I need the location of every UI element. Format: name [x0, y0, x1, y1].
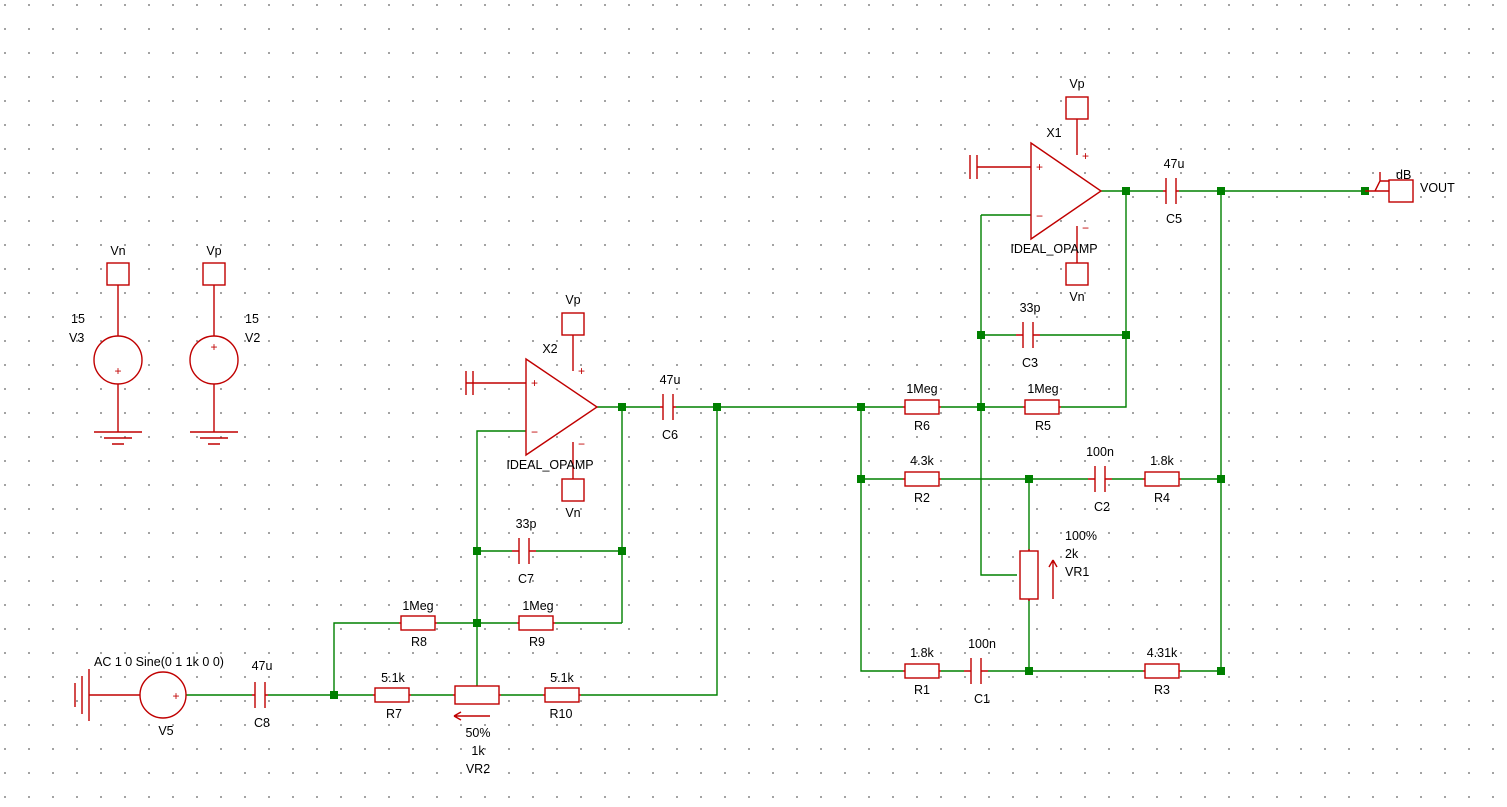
x1-minus-label: − — [1082, 221, 1089, 235]
source-v3[interactable]: Vn + 15 V3 — [69, 244, 143, 445]
probe-label: dB — [1396, 168, 1411, 182]
capacitor-c1[interactable]: 100n C1 — [964, 637, 996, 706]
r5-value: 1Meg — [1027, 382, 1058, 396]
x1-vp-label: Vp — [1069, 77, 1084, 91]
vr2-setting: 50% — [465, 726, 490, 740]
v3-ref: V3 — [69, 331, 84, 345]
x1-ref: X1 — [1046, 126, 1061, 140]
c6-ref: C6 — [662, 428, 678, 442]
c1-value: 100n — [968, 637, 996, 651]
c6-value: 47u — [660, 373, 681, 387]
c8-value: 47u — [252, 659, 273, 673]
r7-ref: R7 — [386, 707, 402, 721]
r1-value: 1.8k — [910, 646, 934, 660]
capacitor-c3[interactable]: 33p C3 — [1016, 301, 1040, 370]
r10-value: 5.1k — [550, 671, 574, 685]
capacitor-c5[interactable]: 47u C5 — [1163, 157, 1184, 226]
c7-ref: C7 — [518, 572, 534, 586]
c8-ref: C8 — [254, 716, 270, 730]
svg-text:+: + — [531, 376, 538, 390]
v5-ref: V5 — [158, 724, 173, 738]
junctions — [330, 187, 1369, 699]
r4-value: 1.8k — [1150, 454, 1174, 468]
v3-net-label: Vn — [110, 244, 125, 258]
r1-ref: R1 — [914, 683, 930, 697]
v2-net-label: Vp — [206, 244, 221, 258]
r2-value: 4.3k — [910, 454, 934, 468]
potentiometer-vr1[interactable]: 100% 2k VR1 — [1019, 529, 1097, 601]
resistor-r10[interactable]: 5.1k R10 — [543, 671, 581, 721]
vr1-value: 2k — [1065, 547, 1079, 561]
x1-model: IDEAL_OPAMP — [1010, 242, 1097, 256]
x2-minus-label: − — [578, 437, 585, 451]
r5-ref: R5 — [1035, 419, 1051, 433]
resistor-r7[interactable]: 5.1k R7 — [373, 671, 411, 721]
r8-value: 1Meg — [402, 599, 433, 613]
x1-vn-label: Vn — [1069, 290, 1084, 304]
resistor-r3[interactable]: 4.31k R3 — [1143, 646, 1181, 697]
output-probe[interactable]: dB VOUT — [1365, 168, 1455, 203]
svg-text:+: + — [172, 689, 179, 703]
svg-text:+: + — [1036, 160, 1043, 174]
r6-value: 1Meg — [906, 382, 937, 396]
c2-value: 100n — [1086, 445, 1114, 459]
capacitor-c2[interactable]: 100n C2 — [1086, 445, 1114, 514]
svg-text:+: + — [210, 340, 217, 354]
r8-ref: R8 — [411, 635, 427, 649]
v2-ref: V2 — [245, 331, 260, 345]
capacitor-c7[interactable]: 33p C7 — [512, 517, 536, 586]
capacitor-c6[interactable]: 47u C6 — [660, 373, 681, 442]
resistor-r4[interactable]: 1.8k R4 — [1143, 454, 1181, 505]
v3-value: 15 — [71, 312, 85, 326]
r2-ref: R2 — [914, 491, 930, 505]
x2-model: IDEAL_OPAMP — [506, 458, 593, 472]
vout-net-label: VOUT — [1420, 181, 1455, 195]
resistor-r5[interactable]: 1Meg R5 — [1023, 382, 1061, 433]
c1-ref: C1 — [974, 692, 990, 706]
resistor-r1[interactable]: 1.8k R1 — [903, 646, 941, 697]
vr1-setting: 100% — [1065, 529, 1097, 543]
opamp-x1[interactable]: + − + − Vp Vn X1 IDEAL_OPAMP — [969, 77, 1103, 304]
capacitor-c8[interactable]: 47u C8 — [252, 659, 273, 730]
r3-ref: R3 — [1154, 683, 1170, 697]
resistor-r8[interactable]: 1Meg R8 — [399, 599, 437, 649]
v5-value: AC 1 0 Sine(0 1 1k 0 0) — [94, 655, 224, 669]
c5-value: 47u — [1164, 157, 1185, 171]
r3-value: 4.31k — [1147, 646, 1178, 660]
source-v5[interactable]: + AC 1 0 Sine(0 1 1k 0 0) V5 — [74, 655, 224, 738]
resistor-r2[interactable]: 4.3k R2 — [903, 454, 941, 505]
c2-ref: C2 — [1094, 500, 1110, 514]
vr1-ref: VR1 — [1065, 565, 1089, 579]
r9-value: 1Meg — [522, 599, 553, 613]
x1-plus-label: + — [1082, 149, 1089, 163]
svg-text:+: + — [114, 364, 121, 378]
svg-text:−: − — [531, 425, 538, 439]
r10-ref: R10 — [550, 707, 573, 721]
x2-ref: X2 — [542, 342, 557, 356]
c3-value: 33p — [1020, 301, 1041, 315]
svg-text:−: − — [1036, 209, 1043, 223]
wires — [186, 190, 1365, 696]
x2-plus-label: + — [578, 364, 585, 378]
potentiometer-vr2[interactable]: 50% 1k VR2 — [453, 685, 501, 776]
source-v2[interactable]: Vp + 15 V2 — [189, 244, 260, 445]
resistor-r9[interactable]: 1Meg R9 — [517, 599, 555, 649]
resistor-r6[interactable]: 1Meg R6 — [903, 382, 941, 433]
x2-vp-label: Vp — [565, 293, 580, 307]
r6-ref: R6 — [914, 419, 930, 433]
vr2-value: 1k — [471, 744, 485, 758]
vr2-ref: VR2 — [466, 762, 490, 776]
c3-ref: C3 — [1022, 356, 1038, 370]
x2-vn-label: Vn — [565, 506, 580, 520]
c7-value: 33p — [516, 517, 537, 531]
r9-ref: R9 — [529, 635, 545, 649]
v2-value: 15 — [245, 312, 259, 326]
r4-ref: R4 — [1154, 491, 1170, 505]
c5-ref: C5 — [1166, 212, 1182, 226]
opamp-x2[interactable]: + − + − Vp Vn X2 IDEAL_OPAMP — [465, 293, 599, 520]
r7-value: 5.1k — [381, 671, 405, 685]
